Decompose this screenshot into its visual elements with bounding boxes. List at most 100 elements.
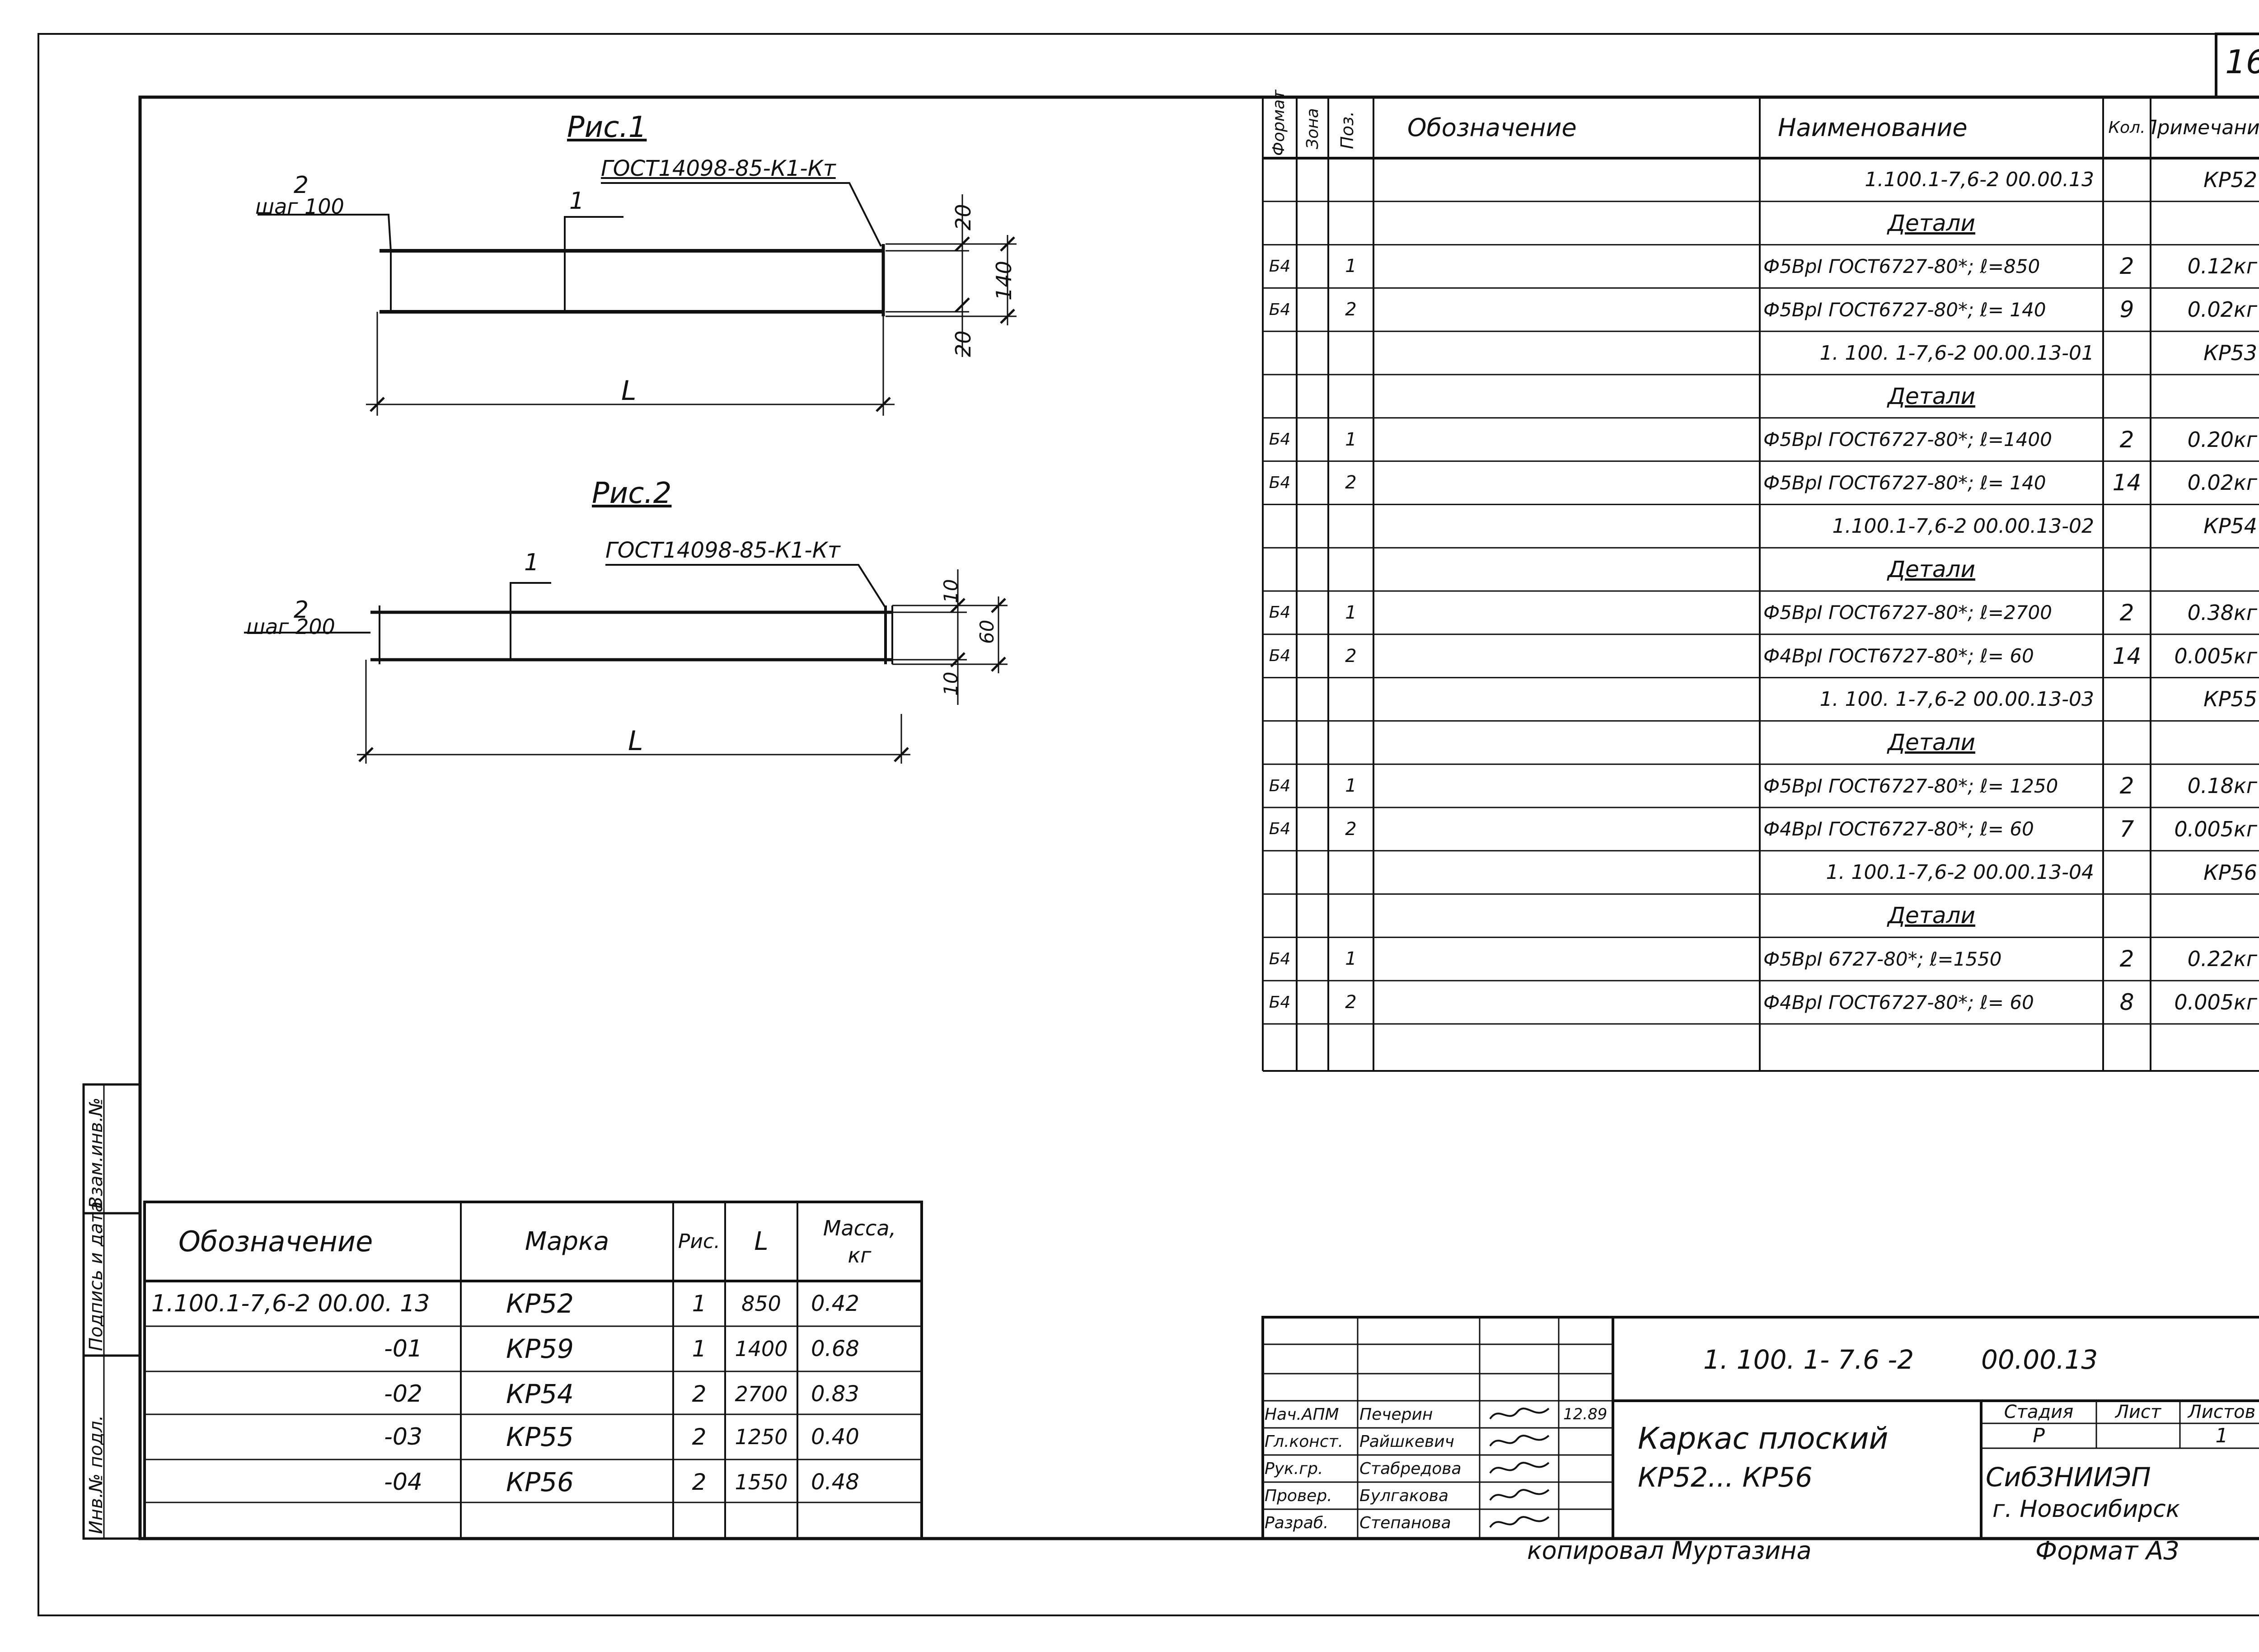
marks-cell-designation: -02 <box>384 1380 422 1408</box>
marks-cell-fig: 2 <box>692 1424 707 1450</box>
title-block-sheets-label: Листов <box>2188 1402 2256 1422</box>
marks-cell-mark: КР52 <box>506 1288 574 1319</box>
marks-cell-designation: -03 <box>384 1423 422 1450</box>
figure-2-weld-reference: ГОСТ14098-85-К1-Кт <box>605 538 840 563</box>
spec-cell-qty <box>2103 158 2151 202</box>
figure-1-position-2-step: шаг 100 <box>255 194 344 219</box>
spec-cell-note: 0.02кг <box>2187 470 2257 495</box>
side-stamp-sign-date: Подпись и дата <box>86 1201 107 1351</box>
spec-cell-qty <box>2103 202 2151 245</box>
marks-cell-mark: КР56 <box>506 1467 574 1497</box>
staff-name: Стабредова <box>1359 1459 1462 1478</box>
title-block-date: 12.89 <box>1563 1405 1608 1423</box>
spec-cell-format: Б4 <box>1269 473 1291 492</box>
spec-cell-note: 0.005кг <box>2174 817 2257 841</box>
spec-cell-pos: 2 <box>1345 992 1357 1013</box>
spec-cell-qty <box>2103 504 2151 548</box>
marks-header-length: L <box>754 1227 769 1256</box>
spec-cell-format <box>1263 158 1297 202</box>
figure-2-position-2-step: шаг 200 <box>246 615 335 639</box>
side-stamp-inv-orig: Инв.№ подл. <box>86 1415 107 1534</box>
spec-cell-format <box>1263 1024 1297 1067</box>
marks-cell-designation: 1.100.1-7,6-2 00.00. 13 <box>151 1290 430 1317</box>
spec-cell-name: Детали <box>1887 556 1976 583</box>
spec-cell-pos <box>1328 721 1373 764</box>
spec-cell-qty <box>2103 851 2151 894</box>
figure-1-weld-reference: ГОСТ14098-85-К1-Кт <box>601 156 836 181</box>
marks-cell-fig: 1 <box>692 1336 707 1362</box>
spec-cell-name: 1. 100. 1-7,6-2 00.00.13-03 <box>1819 687 2094 711</box>
spec-header-pos: Поз. <box>1337 111 1357 149</box>
staff-role: Гл.конст. <box>1265 1432 1344 1451</box>
spec-cell-pos: 2 <box>1345 472 1357 493</box>
spec-cell-qty: 14 <box>2112 643 2142 669</box>
title-block-code: 1. 100. 1- 7.6 -2 <box>1703 1344 1914 1375</box>
marks-cell-mass: 0.40 <box>811 1424 859 1450</box>
spec-cell-format <box>1263 375 1297 418</box>
spec-cell-name: Ф4ВрI ГОСТ6727-80*; ℓ= 60 <box>1763 645 2034 667</box>
spec-cell-qty <box>2103 548 2151 591</box>
spec-cell-pos <box>1328 678 1373 721</box>
spec-cell-note <box>2151 202 2259 245</box>
spec-cell-format: Б4 <box>1269 776 1291 795</box>
figure-1-length: L <box>621 375 637 407</box>
marks-cell-length: 1250 <box>735 1425 788 1449</box>
marks-cell-mark: КР55 <box>506 1422 574 1452</box>
spec-cell-name: Детали <box>1887 383 1976 409</box>
staff-role: Разраб. <box>1265 1513 1329 1532</box>
spec-cell-note: 0.38кг <box>2187 600 2257 625</box>
spec-cell-pos <box>1328 1024 1373 1067</box>
spec-cell-pos <box>1328 375 1373 418</box>
spec-cell-format <box>1263 202 1297 245</box>
spec-cell-note: КР53 <box>2203 341 2257 366</box>
spec-cell-format: Б4 <box>1269 257 1291 276</box>
spec-cell-qty <box>2103 721 2151 764</box>
figure-1-dim-top: 20 <box>951 204 975 230</box>
spec-cell-pos <box>1328 331 1373 375</box>
spec-cell-note: КР54 <box>2203 514 2257 539</box>
title-block-sheets: 1 <box>2215 1424 2228 1447</box>
spec-cell-pos <box>1328 851 1373 894</box>
spec-cell-note <box>2151 375 2259 418</box>
spec-cell-note: 0.12кг <box>2187 254 2257 279</box>
spec-cell-pos: 1 <box>1345 256 1357 277</box>
staff-role: Рук.гр. <box>1265 1459 1323 1478</box>
spec-cell-qty <box>2103 375 2151 418</box>
staff-name: Степанова <box>1359 1513 1451 1532</box>
signature-mark <box>1480 1428 1559 1455</box>
spec-cell-name: Ф4ВрI ГОСТ6727-80*; ℓ= 60 <box>1763 991 2034 1014</box>
marks-cell-mass: 0.48 <box>811 1469 859 1495</box>
spec-cell-format: Б4 <box>1269 993 1291 1012</box>
marks-cell-designation: -01 <box>384 1335 422 1362</box>
spec-cell-pos <box>1328 158 1373 202</box>
spec-cell-pos: 1 <box>1345 602 1357 623</box>
figure-1-position-1-label: 1 <box>569 188 585 215</box>
spec-cell-note: 0.005кг <box>2174 643 2257 668</box>
spec-cell-format: Б4 <box>1269 603 1291 622</box>
spec-cell-name: Ф5ВрI ГОСТ6727-80*; ℓ=850 <box>1763 255 2040 277</box>
spec-cell-pos: 2 <box>1345 645 1357 666</box>
spec-cell-name: 1.100.1-7,6-2 00.00.13 <box>1865 168 2094 192</box>
figure-1-dim-bottom: 20 <box>951 330 975 357</box>
spec-cell-format: Б4 <box>1269 647 1291 666</box>
figure-1-title: Рис.1 <box>567 111 647 144</box>
title-block-title-line2: КР52... КР56 <box>1638 1462 1813 1493</box>
spec-cell-note: 0.18кг <box>2187 774 2257 798</box>
spec-cell-pos: 1 <box>1345 775 1357 797</box>
spec-cell-format <box>1263 851 1297 894</box>
spec-cell-format <box>1263 504 1297 548</box>
spec-cell-name: Ф5ВрI ГОСТ6727-80*; ℓ= 140 <box>1763 471 2046 494</box>
spec-cell-pos: 2 <box>1345 818 1357 840</box>
figure-2-title: Рис.2 <box>592 477 672 510</box>
marks-cell-fig: 2 <box>692 1381 707 1407</box>
spec-cell-note: КР52 <box>2203 167 2257 192</box>
spec-cell-qty: 2 <box>2119 946 2134 972</box>
marks-header-designation: Обозначение <box>178 1225 373 1258</box>
spec-cell-qty: 2 <box>2119 773 2134 799</box>
spec-header-format: Формат <box>1270 89 1288 156</box>
title-block-stage-label: Стадия <box>2004 1402 2074 1422</box>
spec-cell-name: 1. 100.1-7,6-2 00.00.13-04 <box>1826 861 2094 884</box>
staff-role: Нач.АПМ <box>1265 1405 1339 1424</box>
marks-cell-mass: 0.83 <box>811 1381 859 1407</box>
